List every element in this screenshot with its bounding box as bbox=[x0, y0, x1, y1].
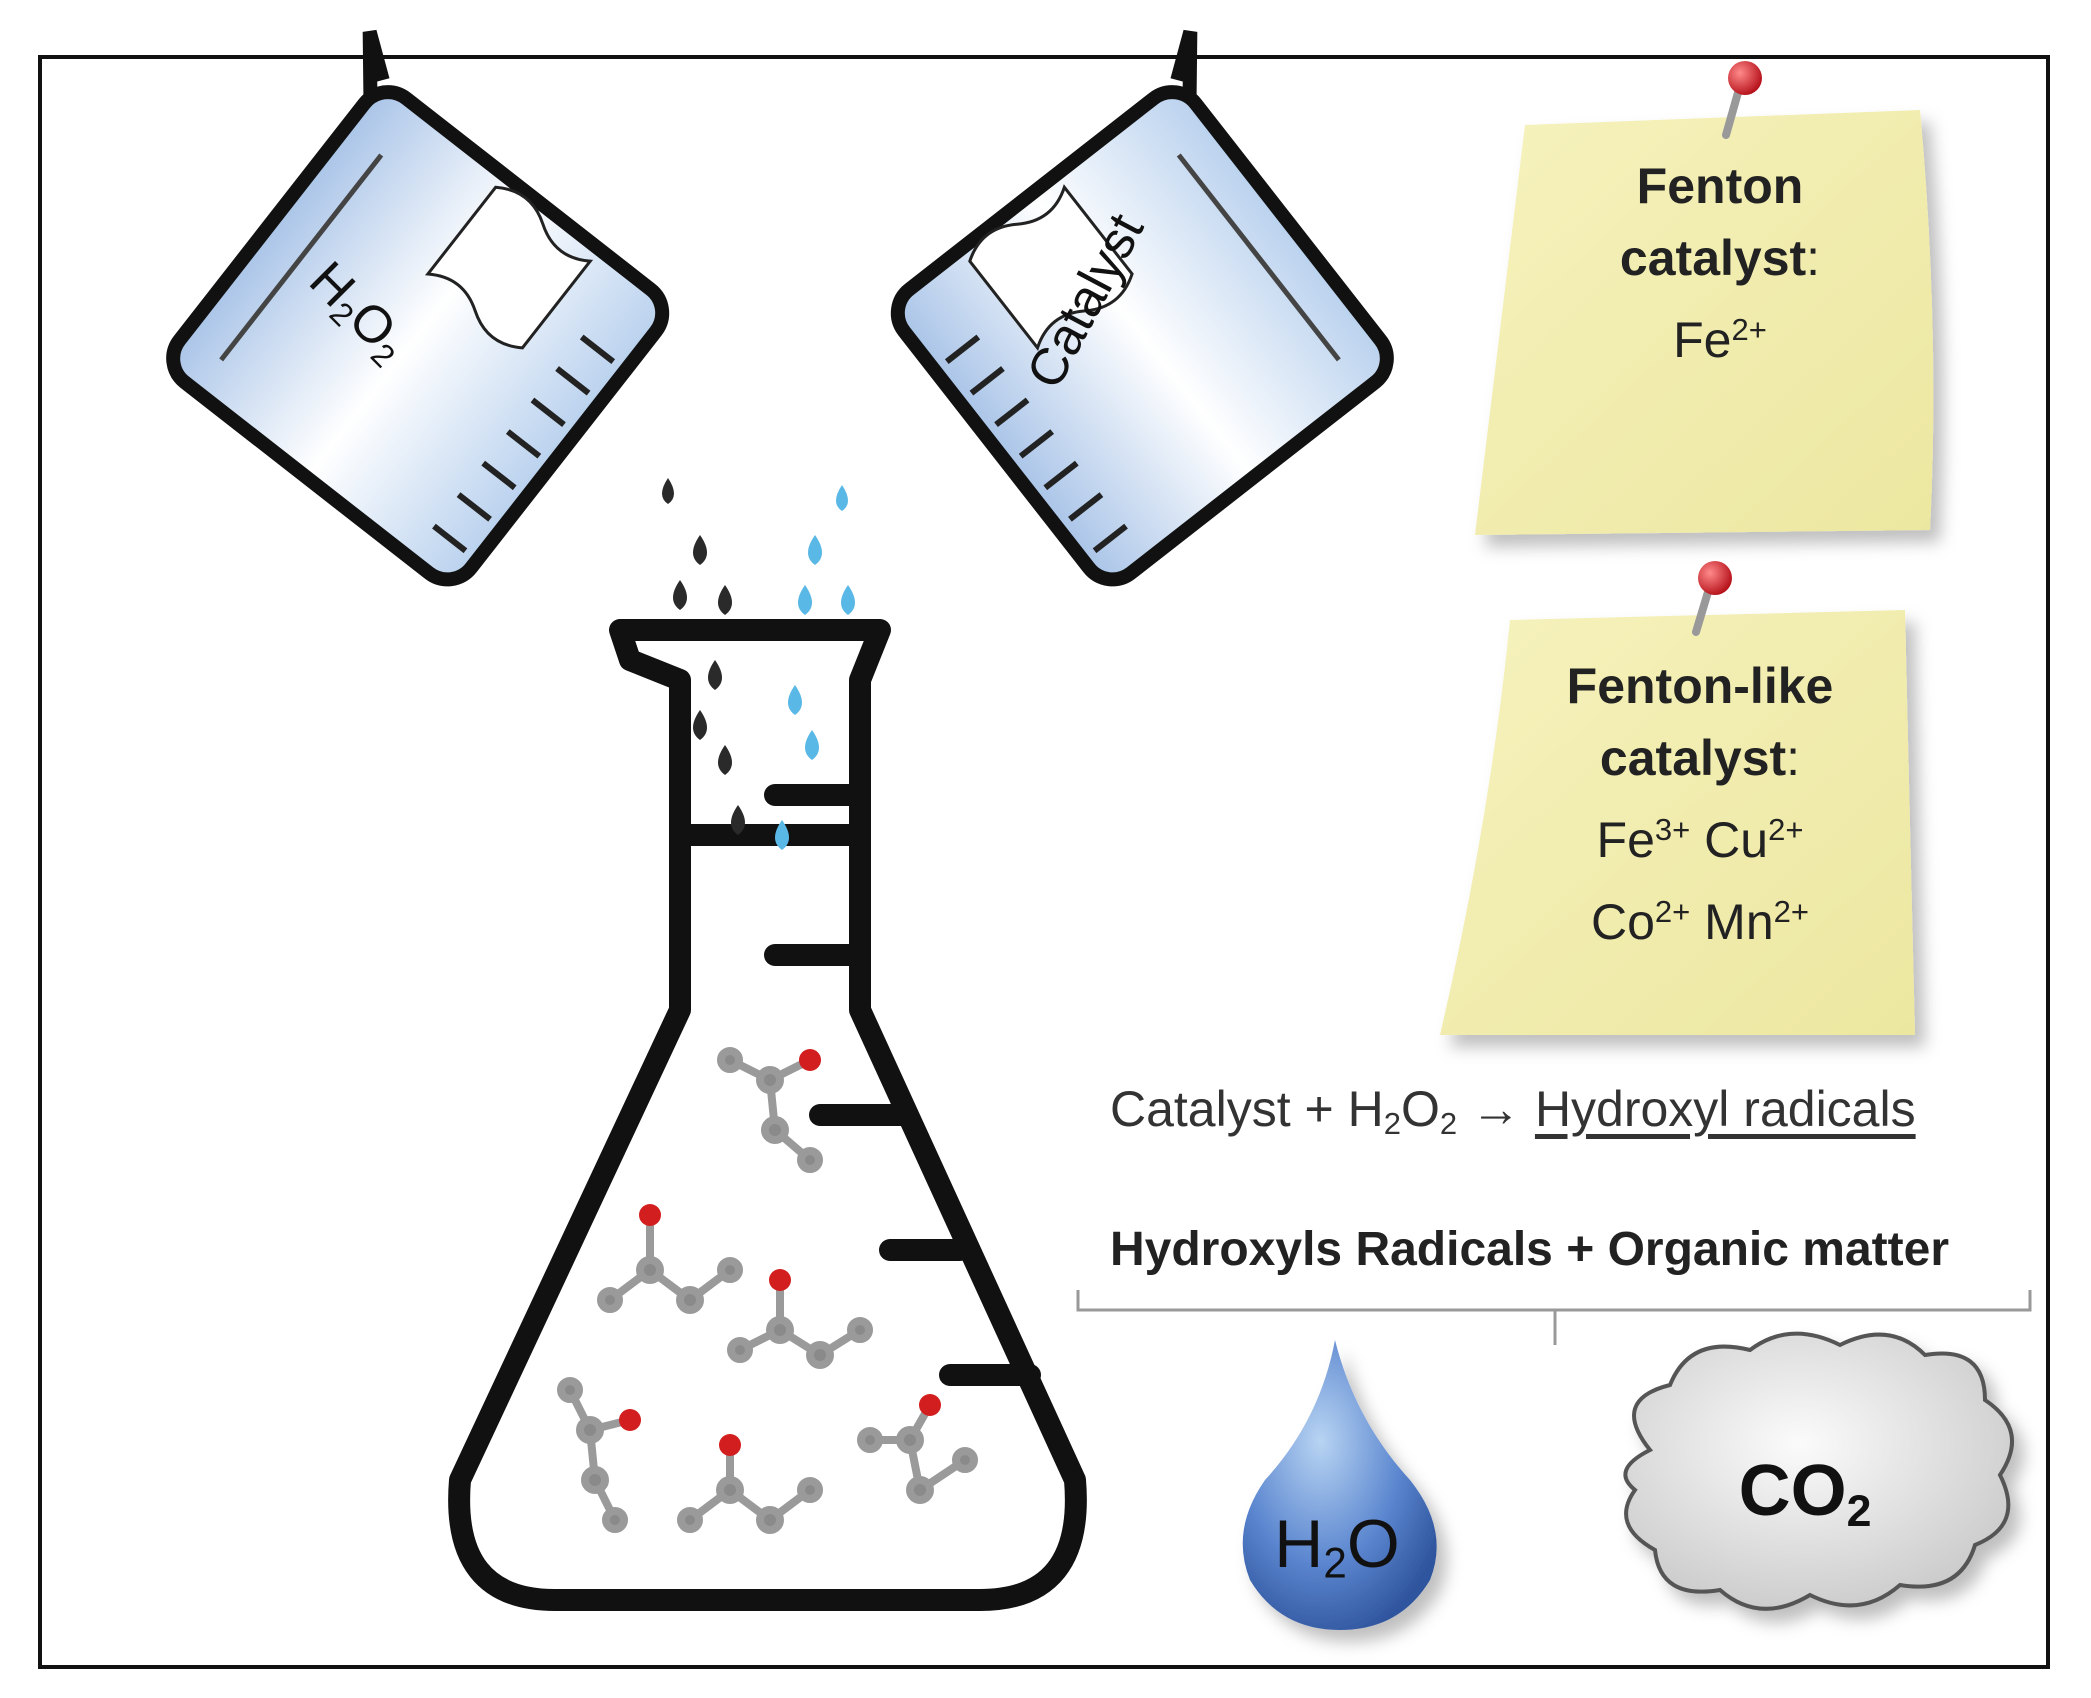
fenton-note-text: Fenton catalyst: Fe2+ bbox=[1560, 150, 1880, 376]
cloud-icon bbox=[1623, 1331, 2014, 1611]
molecule bbox=[557, 1377, 641, 1533]
molecule bbox=[597, 1204, 743, 1314]
water-label: H2O bbox=[1274, 1506, 1400, 1587]
fenton-note bbox=[1475, 110, 1934, 535]
fenton-like-ion: Co2+ bbox=[1590, 894, 1691, 951]
fenton-like-ion: Cu2+ bbox=[1704, 812, 1804, 869]
molecule bbox=[727, 1269, 873, 1369]
organic-molecules bbox=[557, 1047, 978, 1534]
water-drop-icon bbox=[1242, 1340, 1437, 1630]
fenton-like-note-subtitle: catalyst bbox=[1599, 730, 1787, 786]
h2o2-beaker bbox=[166, 29, 670, 587]
molecule bbox=[857, 1394, 978, 1504]
fenton-like-note-title: Fenton-like bbox=[1566, 658, 1834, 714]
fenton-like-ion: Mn2+ bbox=[1704, 894, 1809, 951]
figure-frame bbox=[38, 55, 2050, 1669]
molecule bbox=[677, 1434, 823, 1534]
co2-label: CO2 bbox=[1738, 1451, 1872, 1537]
catalyst-beaker bbox=[890, 29, 1394, 587]
molecule bbox=[717, 1047, 823, 1173]
fenton-ion: Fe2+ bbox=[1673, 312, 1767, 369]
fenton-note-subtitle: catalyst bbox=[1619, 230, 1807, 286]
pin-icon bbox=[1722, 61, 1762, 139]
equation-lhs: Catalyst + H2O2 bbox=[1110, 1081, 1458, 1141]
equation-rhs: Hydroxyl radicals bbox=[1534, 1081, 1916, 1137]
pin-icon bbox=[1692, 561, 1732, 636]
erlenmeyer-flask bbox=[448, 619, 1087, 1611]
fenton-like-note bbox=[1440, 610, 1915, 1035]
equation-arrow: → bbox=[1471, 1081, 1522, 1137]
fenton-note-title: Fenton bbox=[1636, 158, 1804, 214]
brace bbox=[1076, 1290, 2032, 1345]
fenton-like-ion: Fe3+ bbox=[1596, 812, 1691, 869]
h2o2-drops bbox=[662, 478, 745, 835]
fenton-like-note-text: Fenton-like catalyst: Fe3+ Cu2+ Co2+ Mn2… bbox=[1566, 658, 1834, 951]
catalyst-equation: Catalyst + H2O2 → Hydroxyl radicals bbox=[1110, 1080, 1916, 1142]
organic-matter-equation: Hydroxyls Radicals + Organic matter bbox=[1110, 1223, 1950, 1276]
flask-graduations bbox=[764, 784, 1041, 1386]
catalyst-drops bbox=[775, 485, 855, 850]
